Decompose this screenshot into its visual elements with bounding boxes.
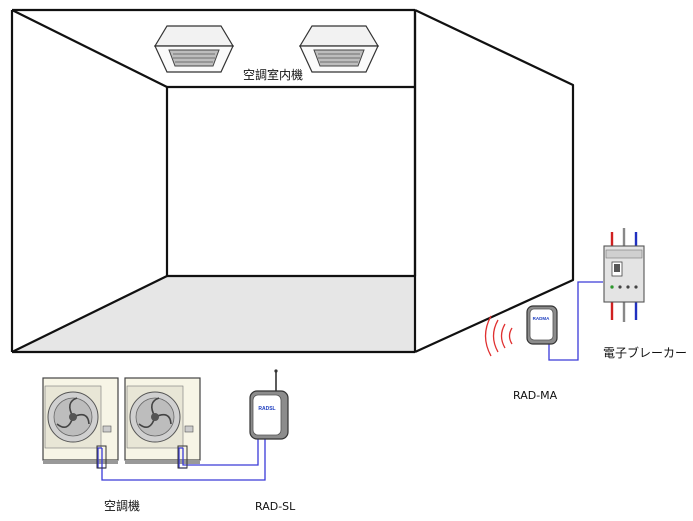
rad-ma-logo: RADMA [533, 316, 550, 321]
outdoor-unit-left [42, 377, 119, 464]
room [10, 8, 575, 354]
room-ceiling-edge-left [11, 9, 168, 88]
room-back-wall [165, 85, 417, 278]
label-outdoor-unit: 空調機 [104, 498, 140, 513]
room-floor-edge-left [11, 275, 168, 353]
room-floor [12, 276, 415, 352]
rad-ma-device: RADMA [484, 305, 558, 357]
label-indoor-unit: 空調室内機 [243, 67, 303, 82]
label-breaker: 電子ブレーカー [603, 345, 687, 360]
outdoor-unit-right [124, 377, 201, 464]
rad-sl-logo: RADSL [258, 406, 275, 412]
label-rad-ma: RAD-MA [513, 389, 558, 402]
terminal-left [96, 445, 107, 469]
wire-breaker [548, 281, 603, 361]
breaker-device [603, 228, 645, 322]
indoor-unit-left [153, 25, 235, 73]
terminal-right [177, 445, 188, 469]
wiring [97, 281, 603, 481]
label-rad-sl: RAD-SL [255, 500, 296, 513]
rad-sl-device: RADSL [249, 369, 289, 440]
indoor-unit-right [298, 25, 380, 73]
wireless-signal-icon [484, 315, 513, 357]
breaker-wires-bottom [610, 300, 638, 322]
room-right-wall [414, 9, 575, 354]
